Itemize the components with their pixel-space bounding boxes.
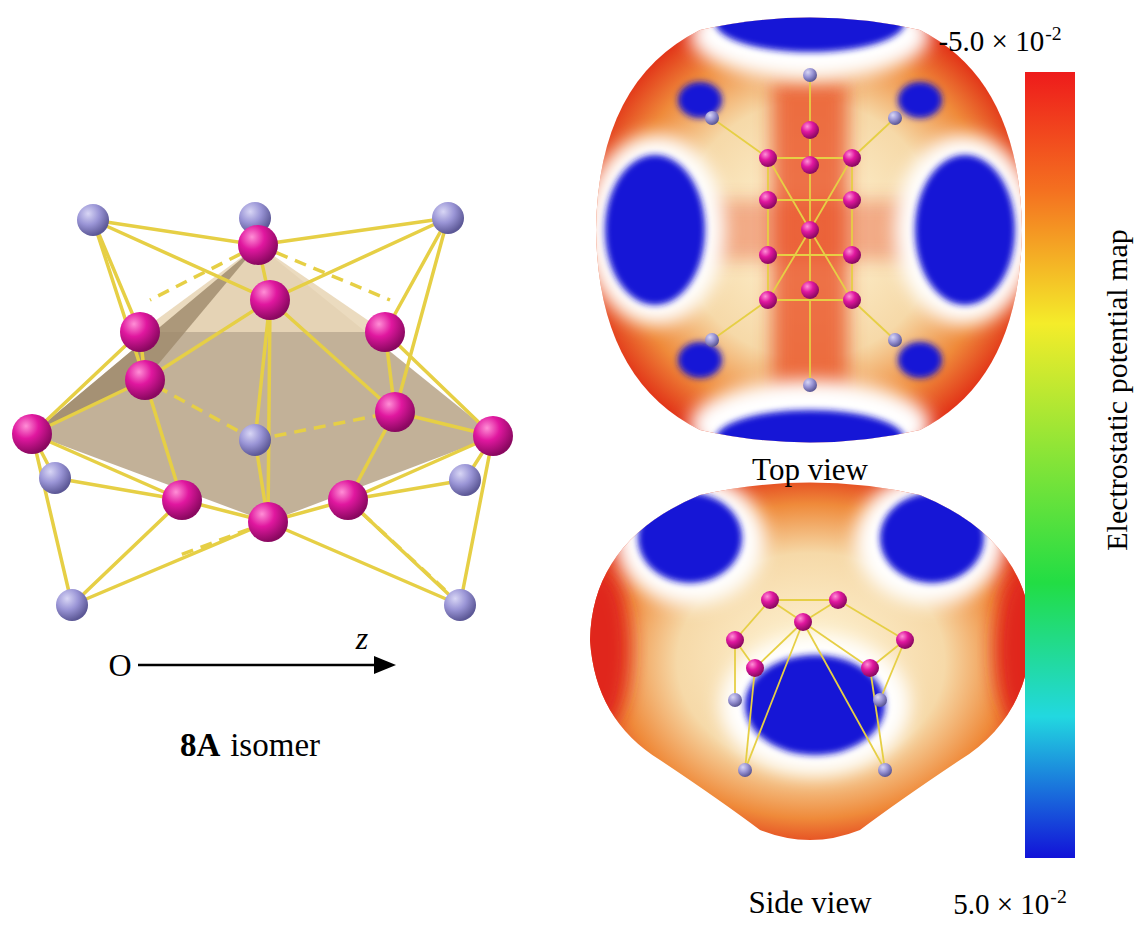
view-label: Side view: [748, 885, 871, 920]
view-label: Top view: [752, 452, 868, 487]
text-group: Electrostatic potential map: [1100, 229, 1134, 551]
scale-exponent: -2: [1050, 885, 1066, 907]
axis-origin: O: [108, 647, 131, 683]
text-group: -5.0 × 10-2: [938, 22, 1061, 58]
text-group: Top view: [752, 452, 868, 488]
text-group: Side view: [748, 885, 871, 921]
isomer-label: 8A: [180, 727, 220, 763]
text-group: 5.0 × 10-2: [953, 885, 1067, 921]
isomer-label: isomer: [230, 727, 320, 763]
text-group: O: [108, 647, 131, 684]
scale-max: -5.0 × 10: [938, 25, 1044, 57]
axis-label: z: [356, 620, 368, 656]
text-group: 8A isomer: [180, 727, 320, 764]
scale-exponent: -2: [1045, 22, 1061, 44]
scale-min: 5.0 × 10: [953, 888, 1049, 920]
colorbar-title: Electrostatic potential map: [1100, 229, 1133, 551]
text-group: z: [356, 620, 368, 657]
